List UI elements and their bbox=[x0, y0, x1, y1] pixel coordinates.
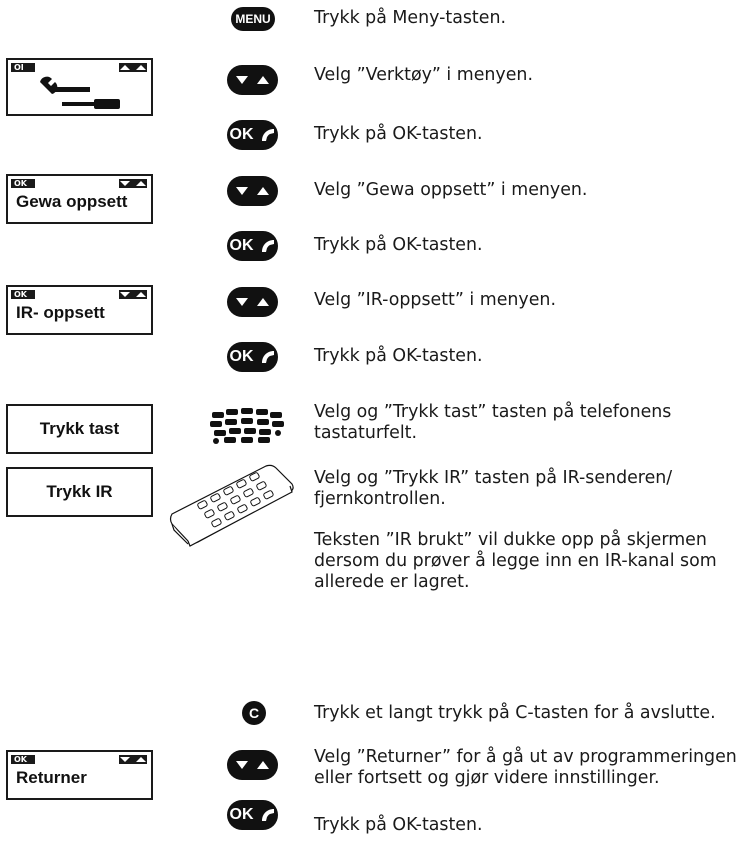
lcd-ok-tag: OK bbox=[11, 179, 35, 188]
keypad-icon bbox=[210, 408, 284, 444]
step-1-text: Trykk på Meny-tasten. bbox=[314, 8, 506, 28]
ok-key-label: OK bbox=[229, 126, 254, 143]
up-down-arrows-icon bbox=[227, 65, 278, 95]
step-12-text: Velg ”Returner” for å gå ut av programme… bbox=[314, 747, 737, 788]
c-key: C bbox=[242, 701, 266, 725]
lcd-label: Trykk tast bbox=[39, 419, 120, 438]
step-9-text: Velg og ”Trykk IR” tasten på IR-senderen… bbox=[314, 468, 673, 509]
lcd-label: Trykk IR bbox=[46, 482, 113, 501]
lcd-trykk-tast-screen: Trykk tast bbox=[6, 404, 153, 454]
lcd-ok-tag: OI bbox=[11, 63, 35, 72]
lcd-label: Gewa oppsett bbox=[16, 192, 128, 211]
step-4-text: Velg ”Gewa oppsett” i menyen. bbox=[314, 180, 588, 200]
up-down-arrows-icon bbox=[227, 176, 278, 206]
ok-key-label: OK bbox=[229, 348, 254, 365]
step-10-text: Teksten ”IR brukt” vil dukke opp på skje… bbox=[314, 530, 717, 592]
step-2-text: Velg ”Verktøy” i menyen. bbox=[314, 65, 533, 85]
step-6-text: Velg ”IR-oppsett” i menyen. bbox=[314, 290, 556, 310]
lcd-ir-oppsett-screen: OK IR- oppsett bbox=[6, 285, 153, 335]
lcd-gewa-screen: OK Gewa oppsett bbox=[6, 174, 153, 224]
handset-icon bbox=[261, 240, 274, 252]
ok-key: OK bbox=[227, 231, 278, 261]
lcd-ok-tag: OK bbox=[11, 290, 35, 299]
step-7-text: Trykk på OK-tasten. bbox=[314, 346, 483, 366]
menu-key: MENU bbox=[231, 7, 275, 31]
step-8-text: Velg og ”Trykk tast” tasten på telefonen… bbox=[314, 402, 672, 443]
step-13-text: Trykk på OK-tasten. bbox=[314, 815, 483, 835]
remote-control-icon bbox=[169, 464, 294, 547]
ok-key: OK bbox=[227, 120, 278, 150]
lcd-label: IR- oppsett bbox=[16, 303, 105, 322]
up-down-arrows-icon bbox=[227, 287, 278, 317]
handset-icon bbox=[261, 351, 274, 363]
handset-icon bbox=[261, 809, 274, 821]
handset-icon bbox=[261, 129, 274, 141]
lcd-verktoy-screen: OI bbox=[6, 58, 153, 116]
ok-key: OK bbox=[227, 800, 278, 830]
lcd-trykk-ir-screen: Trykk IR bbox=[6, 467, 153, 517]
lcd-arrows-icon bbox=[119, 63, 147, 72]
lcd-ok-tag: OK bbox=[11, 755, 35, 764]
step-11-text: Trykk et langt trykk på C-tasten for å a… bbox=[314, 703, 716, 723]
ok-key-label: OK bbox=[229, 237, 254, 254]
step-3-text: Trykk på OK-tasten. bbox=[314, 124, 483, 144]
up-down-arrows-icon bbox=[227, 750, 278, 780]
step-5-text: Trykk på OK-tasten. bbox=[314, 235, 483, 255]
tools-icon bbox=[40, 76, 120, 109]
lcd-arrows-icon bbox=[119, 290, 147, 299]
ok-key-label: OK bbox=[229, 806, 254, 823]
lcd-label: Returner bbox=[16, 768, 87, 787]
lcd-arrows-icon bbox=[119, 755, 147, 764]
lcd-returner-screen: OK Returner bbox=[6, 750, 153, 800]
ok-key: OK bbox=[227, 342, 278, 372]
lcd-arrows-icon bbox=[119, 179, 147, 188]
